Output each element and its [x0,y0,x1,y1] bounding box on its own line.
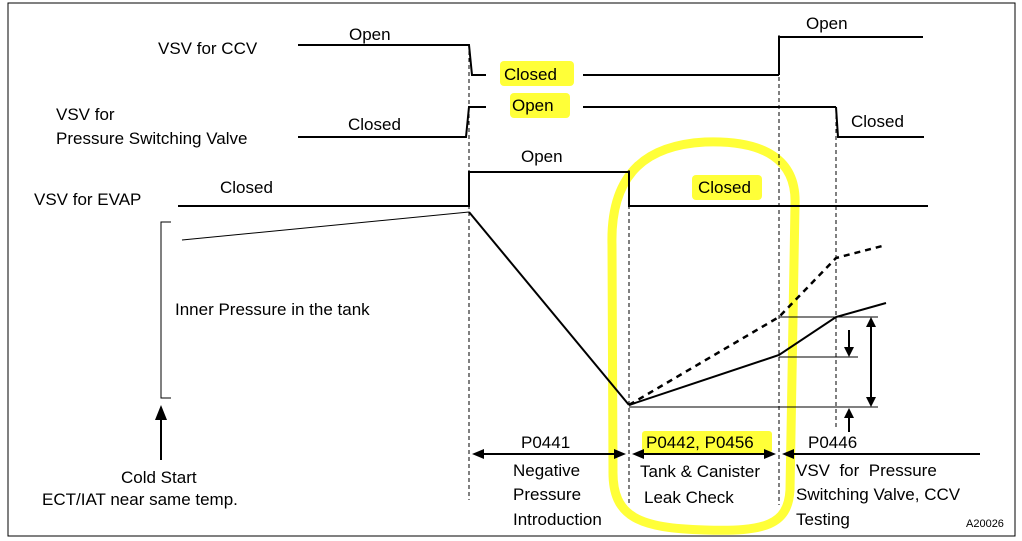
psv-label-line2: Pressure Switching Valve [56,129,248,148]
phase1-arrow-right [614,449,626,459]
phase1-line1: Negative [513,461,580,480]
pressure-bracket [160,221,171,399]
phase3-line2: Switching Valve, CCV [796,485,961,504]
evap-open-text: Open [521,147,563,166]
phase3-line3: Testing [796,510,850,529]
phase1-line3: Introduction [513,510,602,529]
highlight-leak-check-loop [607,137,800,535]
highlight-closed-evap [692,175,762,200]
cold-start-arrow-head [155,405,167,420]
ccv-open-line [778,36,923,75]
ccv-label: VSV for CCV [158,39,258,58]
pressure-label: Inner Pressure in the tank [175,300,370,319]
measure-arrow-double-head-bottom [866,397,876,407]
phase3-code: P0446 [808,433,857,452]
phase1-line2: Pressure [513,485,581,504]
psv-closed-1-text: Closed [348,115,401,134]
pressure-leak-line [628,302,887,406]
diagram-frame [7,2,1016,537]
phase2-code: P0442, P0456 [646,433,754,452]
cold-start-line2: ECT/IAT near same temp. [42,490,238,509]
pressure-rise-line [181,211,470,241]
highlight-phase2-code [642,431,772,453]
cold-start-line1: Cold Start [121,468,197,487]
evap-signal-line [178,171,928,207]
evap-closed-1-text: Closed [220,178,273,197]
phase2-line2: Leak Check [644,488,734,507]
pressure-drop-line [468,211,630,406]
measure-arrow-up-head [844,408,854,418]
phase1-arrow-left [472,449,484,459]
highlight-closed-ccv [500,61,574,86]
phase2-arrow-right [764,449,776,459]
psv-open-text: Open [512,96,554,115]
ccv-closed-text: Closed [504,65,557,84]
ccv-open-2-text: Open [806,14,848,33]
psv-closed-line [835,106,924,138]
evap-closed-2-text: Closed [698,178,751,197]
psv-signal-line [298,106,486,138]
figure-id: A20026 [966,518,1004,530]
psv-label-line1: VSV for [56,105,115,124]
evap-label: VSV for EVAP [34,190,141,209]
measure-arrow-small-head [844,347,854,357]
phase2-line1: Tank & Canister [640,462,760,481]
phase3-arrow-left [782,449,794,459]
psv-closed-2-text: Closed [851,112,904,131]
phase2-arrow-left [632,449,644,459]
highlight-open-psv [510,93,570,118]
phase1-code: P0441 [521,433,570,452]
measure-arrow-double-head-top [866,317,876,327]
ccv-signal-line [298,44,486,76]
phase3-line1: VSV for Pressure [796,461,937,480]
pressure-leak-dashed-line [628,243,887,407]
ccv-open-1-text: Open [349,25,391,44]
